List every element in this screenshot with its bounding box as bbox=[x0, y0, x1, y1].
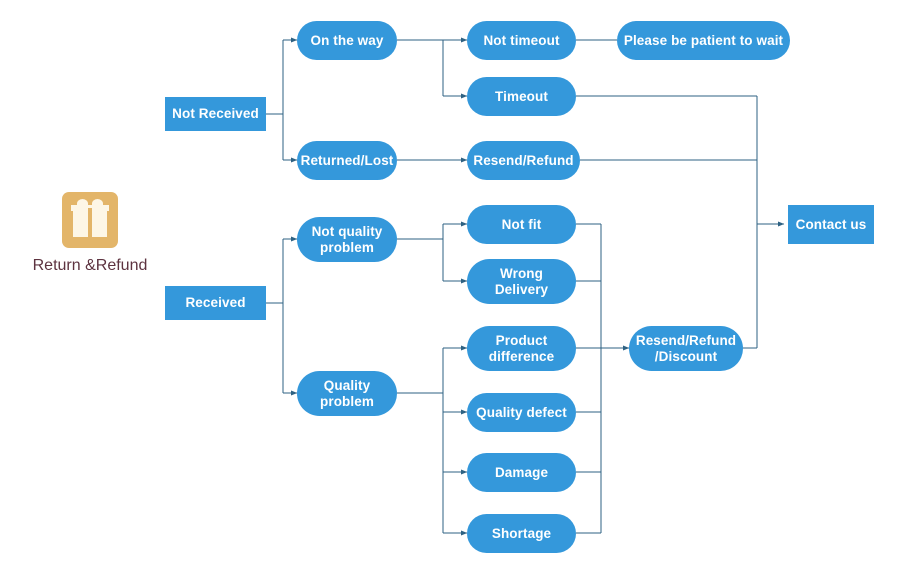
node-damage[interactable]: Damage bbox=[467, 453, 576, 492]
gift-box-icon bbox=[62, 192, 118, 248]
node-not-fit[interactable]: Not fit bbox=[467, 205, 576, 244]
root-node: Return &Refund bbox=[30, 192, 150, 275]
node-quality-defect[interactable]: Quality defect bbox=[467, 393, 576, 432]
node-quality-problem[interactable]: Quality problem bbox=[297, 371, 397, 416]
node-wrong-delivery[interactable]: Wrong Delivery bbox=[467, 259, 576, 304]
node-shortage[interactable]: Shortage bbox=[467, 514, 576, 553]
node-resend-refund-discount[interactable]: Resend/Refund /Discount bbox=[629, 326, 743, 371]
gift-ribbon bbox=[88, 208, 92, 237]
gift-bow-left bbox=[77, 199, 88, 208]
node-on-the-way[interactable]: On the way bbox=[297, 21, 397, 60]
node-resend-refund[interactable]: Resend/Refund bbox=[467, 141, 580, 180]
node-timeout[interactable]: Timeout bbox=[467, 77, 576, 116]
node-please-be-patient[interactable]: Please be patient to wait bbox=[617, 21, 790, 60]
gift-bow-right bbox=[92, 199, 103, 208]
node-not-received[interactable]: Not Received bbox=[165, 97, 266, 131]
node-not-timeout[interactable]: Not timeout bbox=[467, 21, 576, 60]
root-label: Return &Refund bbox=[32, 257, 148, 274]
node-contact-us[interactable]: Contact us bbox=[788, 205, 874, 244]
node-returned-lost[interactable]: Returned/Lost bbox=[297, 141, 397, 180]
node-product-difference[interactable]: Product difference bbox=[467, 326, 576, 371]
node-not-quality-problem[interactable]: Not quality problem bbox=[297, 217, 397, 262]
node-received[interactable]: Received bbox=[165, 286, 266, 320]
